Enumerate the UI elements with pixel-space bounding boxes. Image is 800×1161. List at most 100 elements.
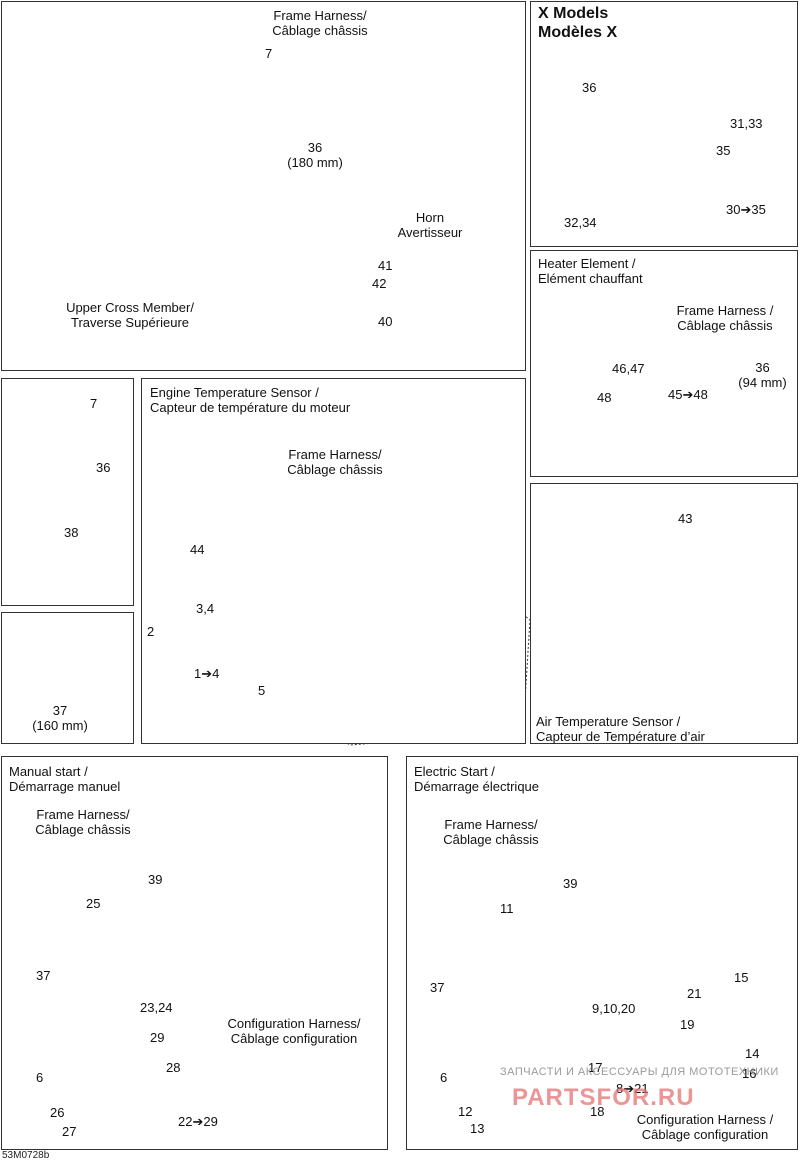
heater-panel bbox=[530, 250, 798, 477]
manual-ref-39: 39 bbox=[148, 872, 163, 887]
manual-start-panel bbox=[1, 756, 388, 1150]
air-temp-title: Air Temperature Sensor / Capteur de Temp… bbox=[536, 714, 705, 744]
frame-panel bbox=[1, 1, 526, 371]
x-models-title: X Models Modèles X bbox=[538, 4, 617, 42]
ref-42-sealant: 42 bbox=[372, 276, 387, 291]
electric-config-label: Configuration Harness / Câblage configur… bbox=[615, 1112, 795, 1142]
clamp-ref-37: 37 (160 mm) bbox=[20, 703, 100, 733]
engine-temp-title-en: Engine Temperature Sensor / bbox=[150, 385, 319, 400]
engine-ref-2: 2 bbox=[147, 624, 155, 639]
engine-harness-label: Frame Harness/ Câblage châssis bbox=[270, 447, 400, 477]
electric-start-panel bbox=[406, 756, 798, 1150]
manual-ref-25: 25 bbox=[86, 896, 101, 911]
manual-ref-23-24: 23,24 bbox=[140, 1000, 173, 1015]
frame-harness-label-fr: Câblage châssis bbox=[272, 23, 368, 38]
manual-ref-27: 27 bbox=[62, 1124, 77, 1139]
electric-ref-15: 15 bbox=[734, 970, 749, 985]
electric-config-en: Configuration Harness / bbox=[636, 1112, 774, 1127]
engine-ref-1-4: 1➔4 bbox=[194, 666, 220, 681]
manual-start-title: Manual start / Démarrage manuel bbox=[9, 764, 120, 794]
electric-ref-17: 17 bbox=[588, 1060, 603, 1075]
ref-40-horn: 40 bbox=[378, 314, 393, 329]
x-ref-36: 36 bbox=[582, 80, 597, 95]
engine-ref-44: 44 bbox=[190, 542, 205, 557]
electric-config-fr: Câblage configuration bbox=[641, 1127, 769, 1142]
heater-title-en: Heater Element / bbox=[538, 256, 636, 271]
air-temp-title-fr: Capteur de Température d’air bbox=[536, 729, 705, 744]
electric-start-title-fr: Démarrage électrique bbox=[414, 779, 540, 794]
ref-36-length: (180 mm) bbox=[287, 155, 343, 170]
electric-ref-14: 14 bbox=[745, 1046, 760, 1061]
ref-41-gasket: 41 bbox=[378, 258, 393, 273]
manual-ref-26: 26 bbox=[50, 1105, 65, 1120]
hw-ref-38: 38 bbox=[64, 525, 79, 540]
air-ref-43: 43 bbox=[678, 511, 693, 526]
horn-label: Horn Avertisseur bbox=[380, 210, 480, 240]
electric-ref-18: 18 bbox=[590, 1104, 605, 1119]
electric-ref-13: 13 bbox=[470, 1121, 485, 1136]
watermark-subtitle: ЗАПЧАСТИ И АКСЕССУАРЫ ДЛЯ МОТОТЕХНИКИ bbox=[500, 1066, 779, 1078]
heater-ref-48: 48 bbox=[597, 390, 612, 405]
ref-7-screw: 7 bbox=[265, 46, 273, 61]
engine-harness-fr: Câblage châssis bbox=[287, 462, 383, 477]
manual-config-label: Configuration Harness/ Câblage configura… bbox=[204, 1016, 384, 1046]
manual-harness-fr: Câblage châssis bbox=[35, 822, 131, 837]
manual-harness-en: Frame Harness/ bbox=[36, 807, 130, 822]
x-models-title-en: X Models bbox=[538, 5, 609, 22]
manual-ref-37: 37 bbox=[36, 968, 51, 983]
hw-ref-36: 36 bbox=[96, 460, 111, 475]
engine-ref-5: 5 bbox=[258, 683, 266, 698]
manual-harness-label: Frame Harness/ Câblage châssis bbox=[18, 807, 148, 837]
upper-cross-member-label: Upper Cross Member/ Traverse Supérieure bbox=[30, 300, 230, 330]
heater-ref-36-length: (94 mm) bbox=[738, 375, 787, 390]
ref-36-tie: 36 (180 mm) bbox=[285, 140, 345, 170]
manual-config-fr: Câblage configuration bbox=[230, 1031, 358, 1046]
x-ref-31-33: 31,33 bbox=[730, 116, 763, 131]
electric-ref-16: 16 bbox=[742, 1066, 757, 1081]
electric-ref-19: 19 bbox=[680, 1017, 695, 1032]
heater-ref-36: 36 (94 mm) bbox=[730, 360, 795, 390]
engine-harness-en: Frame Harness/ bbox=[288, 447, 382, 462]
manual-ref-6: 6 bbox=[36, 1070, 44, 1085]
x-ref-30-35: 30➔35 bbox=[726, 202, 766, 217]
clamp-ref-37-number: 37 bbox=[52, 703, 68, 718]
electric-start-title-en: Electric Start / bbox=[414, 764, 495, 779]
clamp-panel bbox=[1, 612, 134, 744]
x-models-panel bbox=[530, 1, 798, 247]
manual-ref-22-29: 22➔29 bbox=[178, 1114, 218, 1129]
heater-title: Heater Element / Elément chauffant bbox=[538, 256, 643, 286]
hw-ref-7: 7 bbox=[90, 396, 98, 411]
heater-harness-fr: Câblage châssis bbox=[677, 318, 773, 333]
manual-ref-28: 28 bbox=[166, 1060, 181, 1075]
upper-cross-member-en: Upper Cross Member/ bbox=[66, 300, 194, 315]
air-temp-title-en: Air Temperature Sensor / bbox=[536, 714, 681, 729]
electric-harness-label: Frame Harness/ Câblage châssis bbox=[426, 817, 556, 847]
electric-ref-9-10-20: 9,10,20 bbox=[592, 1001, 636, 1016]
electric-harness-fr: Câblage châssis bbox=[443, 832, 539, 847]
manual-start-title-fr: Démarrage manuel bbox=[9, 779, 121, 794]
figure-code: 53M0728b bbox=[2, 1150, 50, 1161]
manual-config-en: Configuration Harness/ bbox=[227, 1016, 361, 1031]
engine-temp-title-fr: Capteur de température du moteur bbox=[150, 400, 351, 415]
x-ref-35: 35 bbox=[716, 143, 731, 158]
engine-ref-3-4: 3,4 bbox=[196, 601, 215, 616]
upper-cross-member-fr: Traverse Supérieure bbox=[70, 315, 189, 330]
electric-ref-37: 37 bbox=[430, 980, 445, 995]
x-ref-32-34: 32,34 bbox=[564, 215, 597, 230]
electric-ref-6: 6 bbox=[440, 1070, 448, 1085]
watermark-logo: PARTSFOR.RU bbox=[512, 1084, 695, 1111]
heater-ref-36-number: 36 bbox=[755, 360, 770, 375]
electric-ref-8-21: 8➔21 bbox=[616, 1081, 649, 1096]
electric-ref-39: 39 bbox=[563, 876, 578, 891]
horn-label-fr: Avertisseur bbox=[397, 225, 463, 240]
heater-ref-45-48: 45➔48 bbox=[668, 387, 708, 402]
manual-start-title-en: Manual start / bbox=[9, 764, 88, 779]
electric-ref-21: 21 bbox=[687, 986, 702, 1001]
frame-harness-label-en: Frame Harness/ bbox=[273, 8, 367, 23]
frame-harness-label: Frame Harness/ Câblage châssis bbox=[255, 8, 385, 38]
heater-harness-en: Frame Harness / bbox=[676, 303, 774, 318]
ref-36-number: 36 bbox=[307, 140, 323, 155]
clamp-ref-37-length: (160 mm) bbox=[32, 718, 88, 733]
hardware-panel bbox=[1, 378, 134, 606]
heater-ref-46-47: 46,47 bbox=[612, 361, 645, 376]
